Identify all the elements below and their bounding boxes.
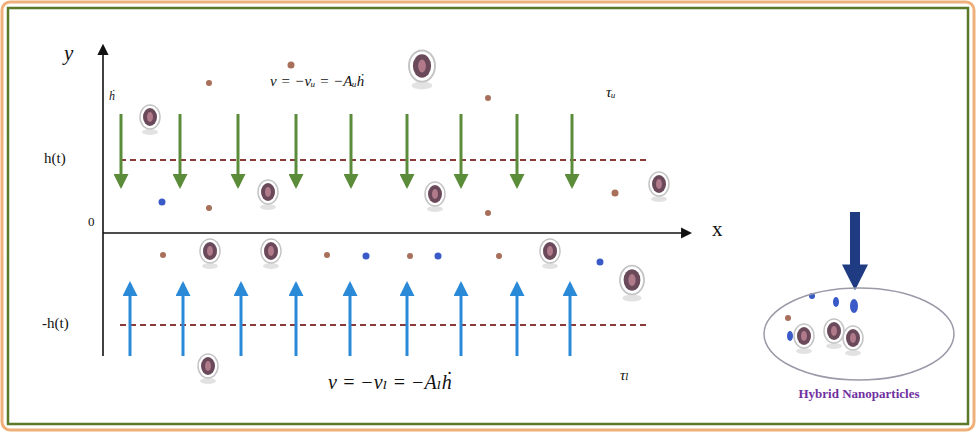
wall-position: h(t) [42, 150, 68, 167]
rate-symbol: ḣ [107, 90, 117, 103]
suction-arrows-up [130, 284, 570, 356]
nanoparticles [140, 50, 863, 384]
axis-name: x [710, 218, 725, 241]
inset-ellipse [764, 288, 954, 380]
x-axis [103, 232, 690, 234]
inner-frame [8, 8, 968, 424]
nanoparticle-inset: Hybrid Nanoparticles [762, 286, 956, 402]
zoom-arrow [850, 212, 860, 280]
axis-name: y [62, 42, 75, 65]
inset-caption: Hybrid Nanoparticles [762, 386, 956, 402]
brown-dots [160, 62, 791, 322]
wall-position: -h(t) [40, 315, 71, 332]
inset-outline [762, 286, 956, 382]
origin-label: 0 [86, 215, 97, 229]
upper-wall [120, 159, 646, 161]
blue-dots [159, 199, 859, 342]
suction-arrows-down [121, 114, 572, 186]
lower-wall-stress: τₗ [618, 367, 631, 384]
upper-wall-stress: τᵤ [604, 84, 618, 101]
lower-wall [120, 324, 646, 326]
upper-boundary-condition: v = −vᵤ = −Aᵤḣ [268, 73, 366, 90]
lower-boundary-condition: v = −vₗ = −Aₗḣ [326, 371, 454, 393]
y-axis [102, 46, 104, 356]
